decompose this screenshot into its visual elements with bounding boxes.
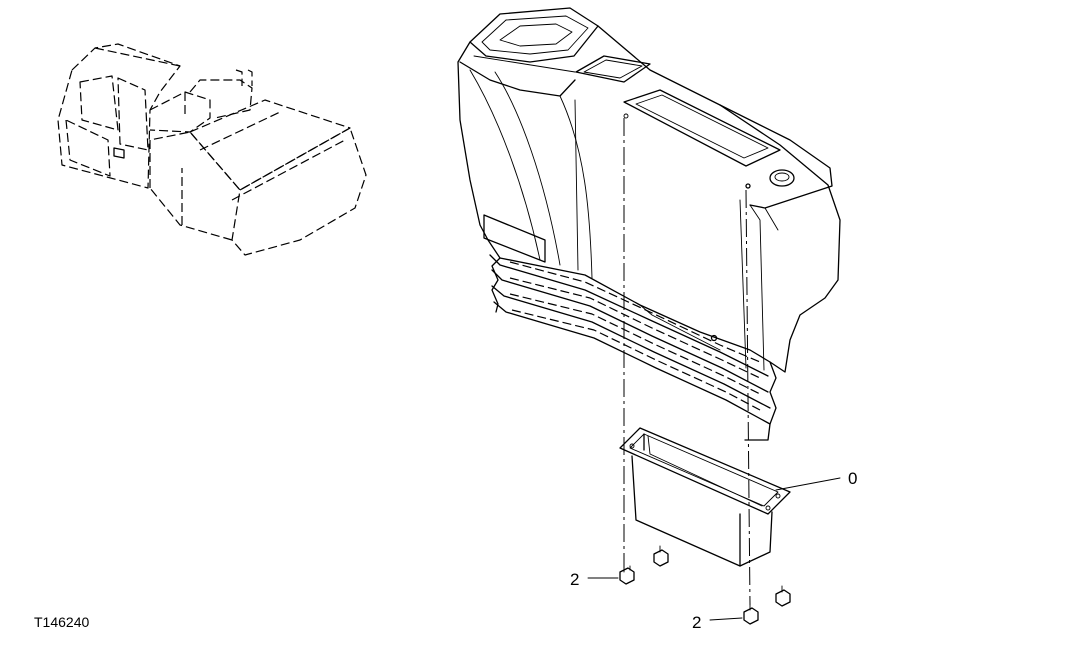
screw-icon xyxy=(619,565,635,585)
figure-code: T146240 xyxy=(34,614,89,630)
callout-screw-left-label: 2 xyxy=(570,570,579,589)
callout-leaders xyxy=(587,477,841,621)
screw-icon xyxy=(653,545,669,567)
assembly-centerlines xyxy=(623,118,751,606)
console-housing xyxy=(457,7,841,441)
callout-screw-right-label: 2 xyxy=(692,613,701,632)
screw-icon xyxy=(743,603,759,625)
storage-bin xyxy=(619,427,791,567)
screws xyxy=(619,545,791,625)
excavator-locator xyxy=(57,43,367,256)
screw-icon xyxy=(775,585,791,607)
callout-bin-label: 0 xyxy=(848,469,857,488)
